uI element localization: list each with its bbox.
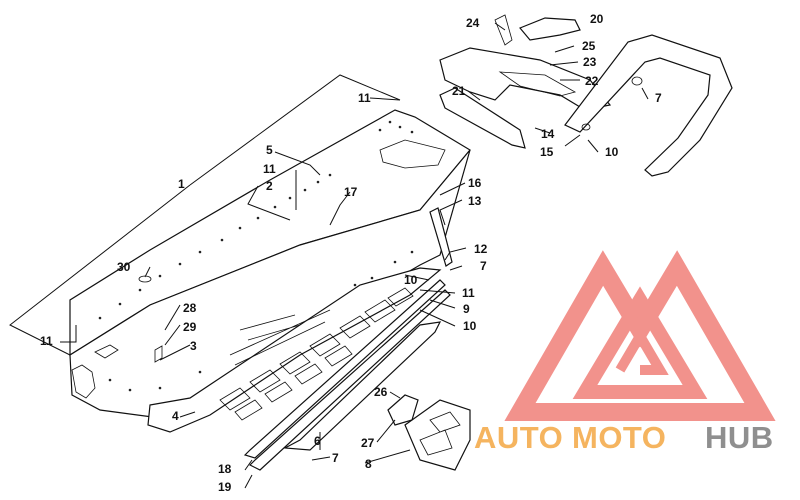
watermark-word-moto: MOTO xyxy=(572,420,666,455)
callout-18: 18 xyxy=(218,462,232,476)
callout-25: 25 xyxy=(582,39,596,53)
callout-5: 5 xyxy=(266,143,273,157)
callout-3: 3 xyxy=(190,339,197,353)
callout-10-right: 10 xyxy=(463,319,477,333)
callout-29: 29 xyxy=(183,320,197,334)
callout-15: 15 xyxy=(540,145,554,159)
callout-10-top: 10 xyxy=(605,145,619,159)
callout-11-top: 11 xyxy=(358,91,371,105)
callout-4: 4 xyxy=(172,409,179,423)
callout-24: 24 xyxy=(466,16,480,30)
flap-14 xyxy=(439,87,526,149)
callout-30: 30 xyxy=(117,260,131,274)
callout-7-right: 7 xyxy=(480,259,487,273)
callout-13: 13 xyxy=(468,194,482,208)
callout-7-lower: 7 xyxy=(332,451,339,465)
callout-11-mid: 11 xyxy=(263,162,276,176)
callout-1: 1 xyxy=(178,177,185,191)
callout-19: 19 xyxy=(218,480,232,494)
rear-bracket-assembly xyxy=(387,394,471,471)
handle-20 xyxy=(519,17,581,41)
bumper-inner-23 xyxy=(498,71,577,97)
callout-labels: 1 2 3 5 4 6 7 7 7 8 9 10 10 10 11 11 11 … xyxy=(40,12,662,494)
rear-bumper-assembly xyxy=(439,14,612,149)
bracket-28 xyxy=(94,344,119,359)
callout-28: 28 xyxy=(183,301,197,315)
bracket-plate-27 xyxy=(387,394,419,426)
callout-11-left: 11 xyxy=(40,334,53,348)
callout-16: 16 xyxy=(468,176,482,190)
tunnel-top-opening xyxy=(379,139,446,169)
running-board xyxy=(147,267,442,433)
tunnel-assembly xyxy=(69,109,471,433)
strut-13 xyxy=(429,207,453,267)
tunnel-rivets xyxy=(98,120,414,392)
callout-22: 22 xyxy=(585,74,599,88)
handle-strap-24 xyxy=(494,14,513,46)
callout-17: 17 xyxy=(344,185,358,199)
callout-21: 21 xyxy=(452,84,466,98)
callout-20: 20 xyxy=(590,12,604,26)
callout-10-mid: 10 xyxy=(404,273,418,287)
callout-23: 23 xyxy=(583,55,597,69)
callout-11-right: 11 xyxy=(462,286,475,300)
leader-lines xyxy=(9,22,649,489)
callout-8: 8 xyxy=(365,457,372,471)
tunnel-cross-brace xyxy=(229,309,331,366)
bolt-29 xyxy=(154,345,163,363)
callout-26: 26 xyxy=(374,385,388,399)
watermark-triangle-icon xyxy=(504,250,776,421)
bracket-lattice xyxy=(419,411,461,456)
callout-6: 6 xyxy=(314,434,321,448)
washer-10-top xyxy=(581,123,591,131)
tunnel-front-cutout xyxy=(71,364,96,399)
callout-2: 2 xyxy=(266,179,273,193)
callout-9: 9 xyxy=(463,302,470,316)
watermark-logo: AUTO MOTO HUB xyxy=(474,250,776,455)
washer-7-top xyxy=(631,76,643,86)
bumper-22 xyxy=(439,47,612,111)
callout-27: 27 xyxy=(361,436,375,450)
callout-14: 14 xyxy=(541,127,555,141)
rail-18 xyxy=(243,279,446,459)
watermark-word-hub: HUB xyxy=(705,420,774,455)
running-board-lattice xyxy=(219,287,414,421)
callout-7-top: 7 xyxy=(655,91,662,105)
grab-bar-15 xyxy=(564,34,733,177)
rail-6 xyxy=(282,321,442,451)
callout-12: 12 xyxy=(474,242,488,256)
watermark-word-auto: AUTO xyxy=(474,420,563,455)
